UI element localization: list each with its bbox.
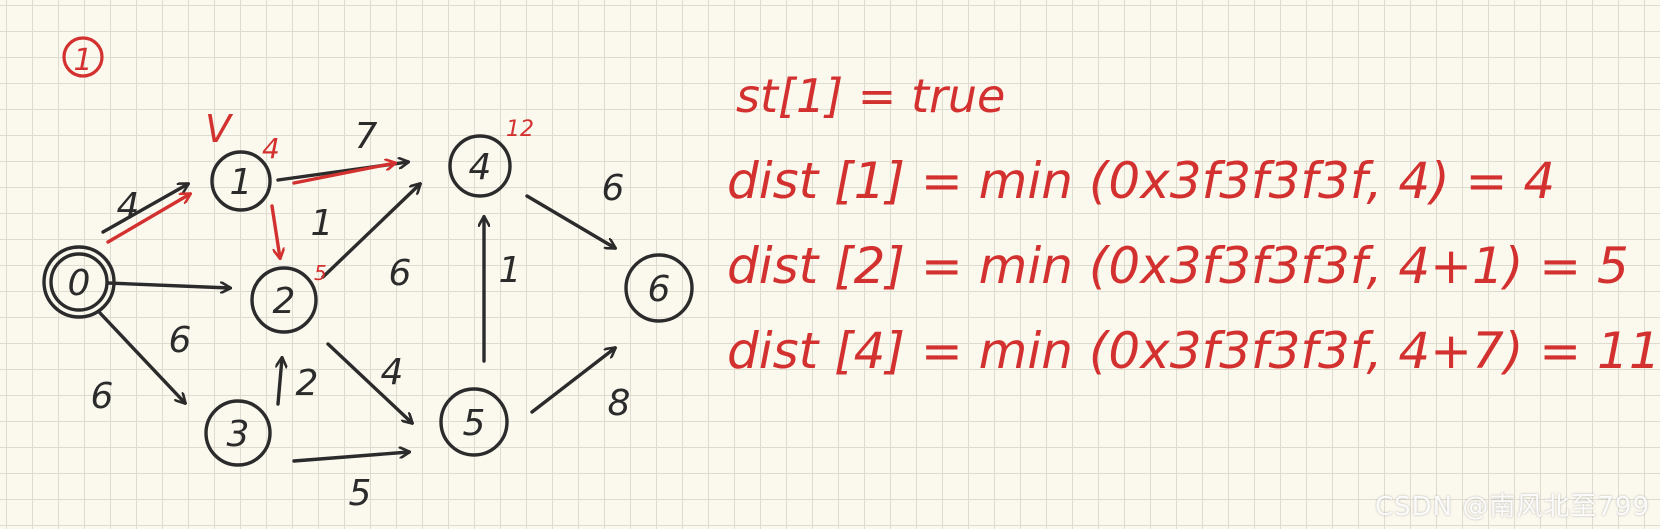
- node-0-label: 0: [68, 263, 91, 304]
- weight-2-4: 6: [389, 253, 412, 294]
- node-1-circle: [210, 150, 272, 212]
- node-3-label: 3: [227, 414, 250, 455]
- edge-1-2: [270, 204, 280, 258]
- edge-5-6: [530, 348, 615, 414]
- weight-0-1: 4: [117, 186, 140, 227]
- weight-0-3: 6: [91, 376, 114, 417]
- weight-4-6: 6: [602, 168, 625, 209]
- node-6-circle: [624, 253, 694, 323]
- edge-1-4-highlight: [292, 163, 395, 185]
- edge-2-4: [321, 184, 420, 279]
- node-labels: 0 1 2 3 4 5 6: [68, 147, 671, 455]
- node-4-label: 4: [469, 147, 492, 188]
- node-4-dist: 12: [506, 117, 534, 142]
- node-2-dist: 5: [314, 261, 327, 285]
- weight-5-4: 1: [499, 250, 522, 291]
- node-0-circle: [42, 245, 116, 319]
- edge-3-2: [278, 358, 282, 406]
- note-line-3: dist [2] = min (0x3f3f3f3f, 4+1) = 5: [727, 237, 1629, 295]
- weight-2-5: 4: [381, 352, 404, 393]
- node-6-label: 6: [648, 269, 671, 310]
- weight-0-2: 6: [169, 320, 192, 361]
- edge-0-1-highlight: [106, 194, 190, 244]
- node-3-circle: [204, 399, 272, 467]
- visited-mark: V: [205, 107, 234, 151]
- node-2-label: 2: [273, 281, 296, 322]
- weight-1-4: 7: [355, 116, 378, 157]
- weight-3-2: 2: [296, 363, 319, 404]
- note-line-2: dist [1] = min (0x3f3f3f3f, 4) = 4: [727, 152, 1555, 210]
- edge-0-1: [101, 184, 188, 234]
- edge-2-5: [326, 342, 412, 423]
- weight-1-2: 1: [311, 203, 334, 244]
- weight-5-6: 8: [608, 383, 631, 424]
- edge-0-3: [98, 311, 185, 403]
- weight-3-5: 5: [349, 473, 372, 514]
- node-2-circle: [250, 266, 318, 334]
- node-5-circle: [439, 387, 509, 457]
- edge-weights: 4 6 6 7 1 6 4 2 5 1 6 8: [91, 116, 631, 514]
- step-marker: 1: [62, 36, 104, 78]
- distance-marks: V 4 5 12: [205, 107, 534, 285]
- nodes: [42, 134, 694, 467]
- notes: st[1] = true dist [1] = min (0x3f3f3f3f,…: [727, 69, 1660, 380]
- edge-0-2: [106, 281, 230, 288]
- node-0-inner-circle: [49, 252, 109, 312]
- edge-4-6: [525, 194, 615, 248]
- edges: [98, 162, 615, 463]
- node-1-label: 1: [230, 162, 253, 203]
- step-label: 1: [73, 43, 92, 78]
- node-5-label: 5: [463, 403, 486, 444]
- watermark: CSDN @南风北至799: [1374, 492, 1650, 522]
- node-4-circle: [448, 134, 512, 198]
- note-line-1: st[1] = true: [736, 69, 1005, 123]
- edge-3-5: [292, 452, 409, 463]
- node-1-dist: 4: [262, 132, 280, 165]
- note-line-4: dist [4] = min (0x3f3f3f3f, 4+7) = 11: [727, 322, 1660, 380]
